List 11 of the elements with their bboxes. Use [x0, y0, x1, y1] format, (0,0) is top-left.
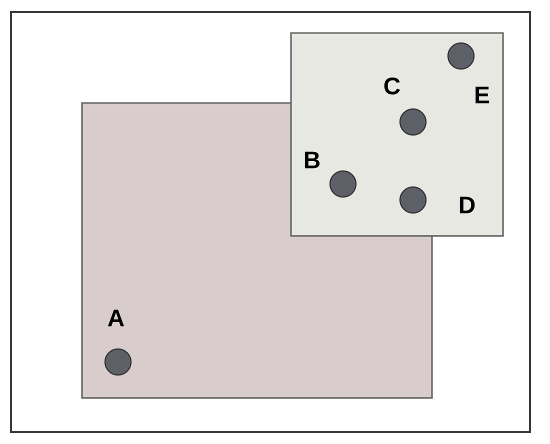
point-label: A: [108, 310, 124, 326]
point-dot: [399, 186, 427, 214]
point-label: B: [304, 152, 320, 168]
region-box: [290, 32, 504, 237]
point-dot: [329, 170, 357, 198]
point-dot: [104, 348, 132, 376]
point-dot: [399, 108, 427, 136]
point-dot: [447, 42, 475, 70]
point-label: C: [384, 78, 400, 94]
point-label: E: [476, 86, 490, 104]
point-label: D: [460, 196, 475, 214]
